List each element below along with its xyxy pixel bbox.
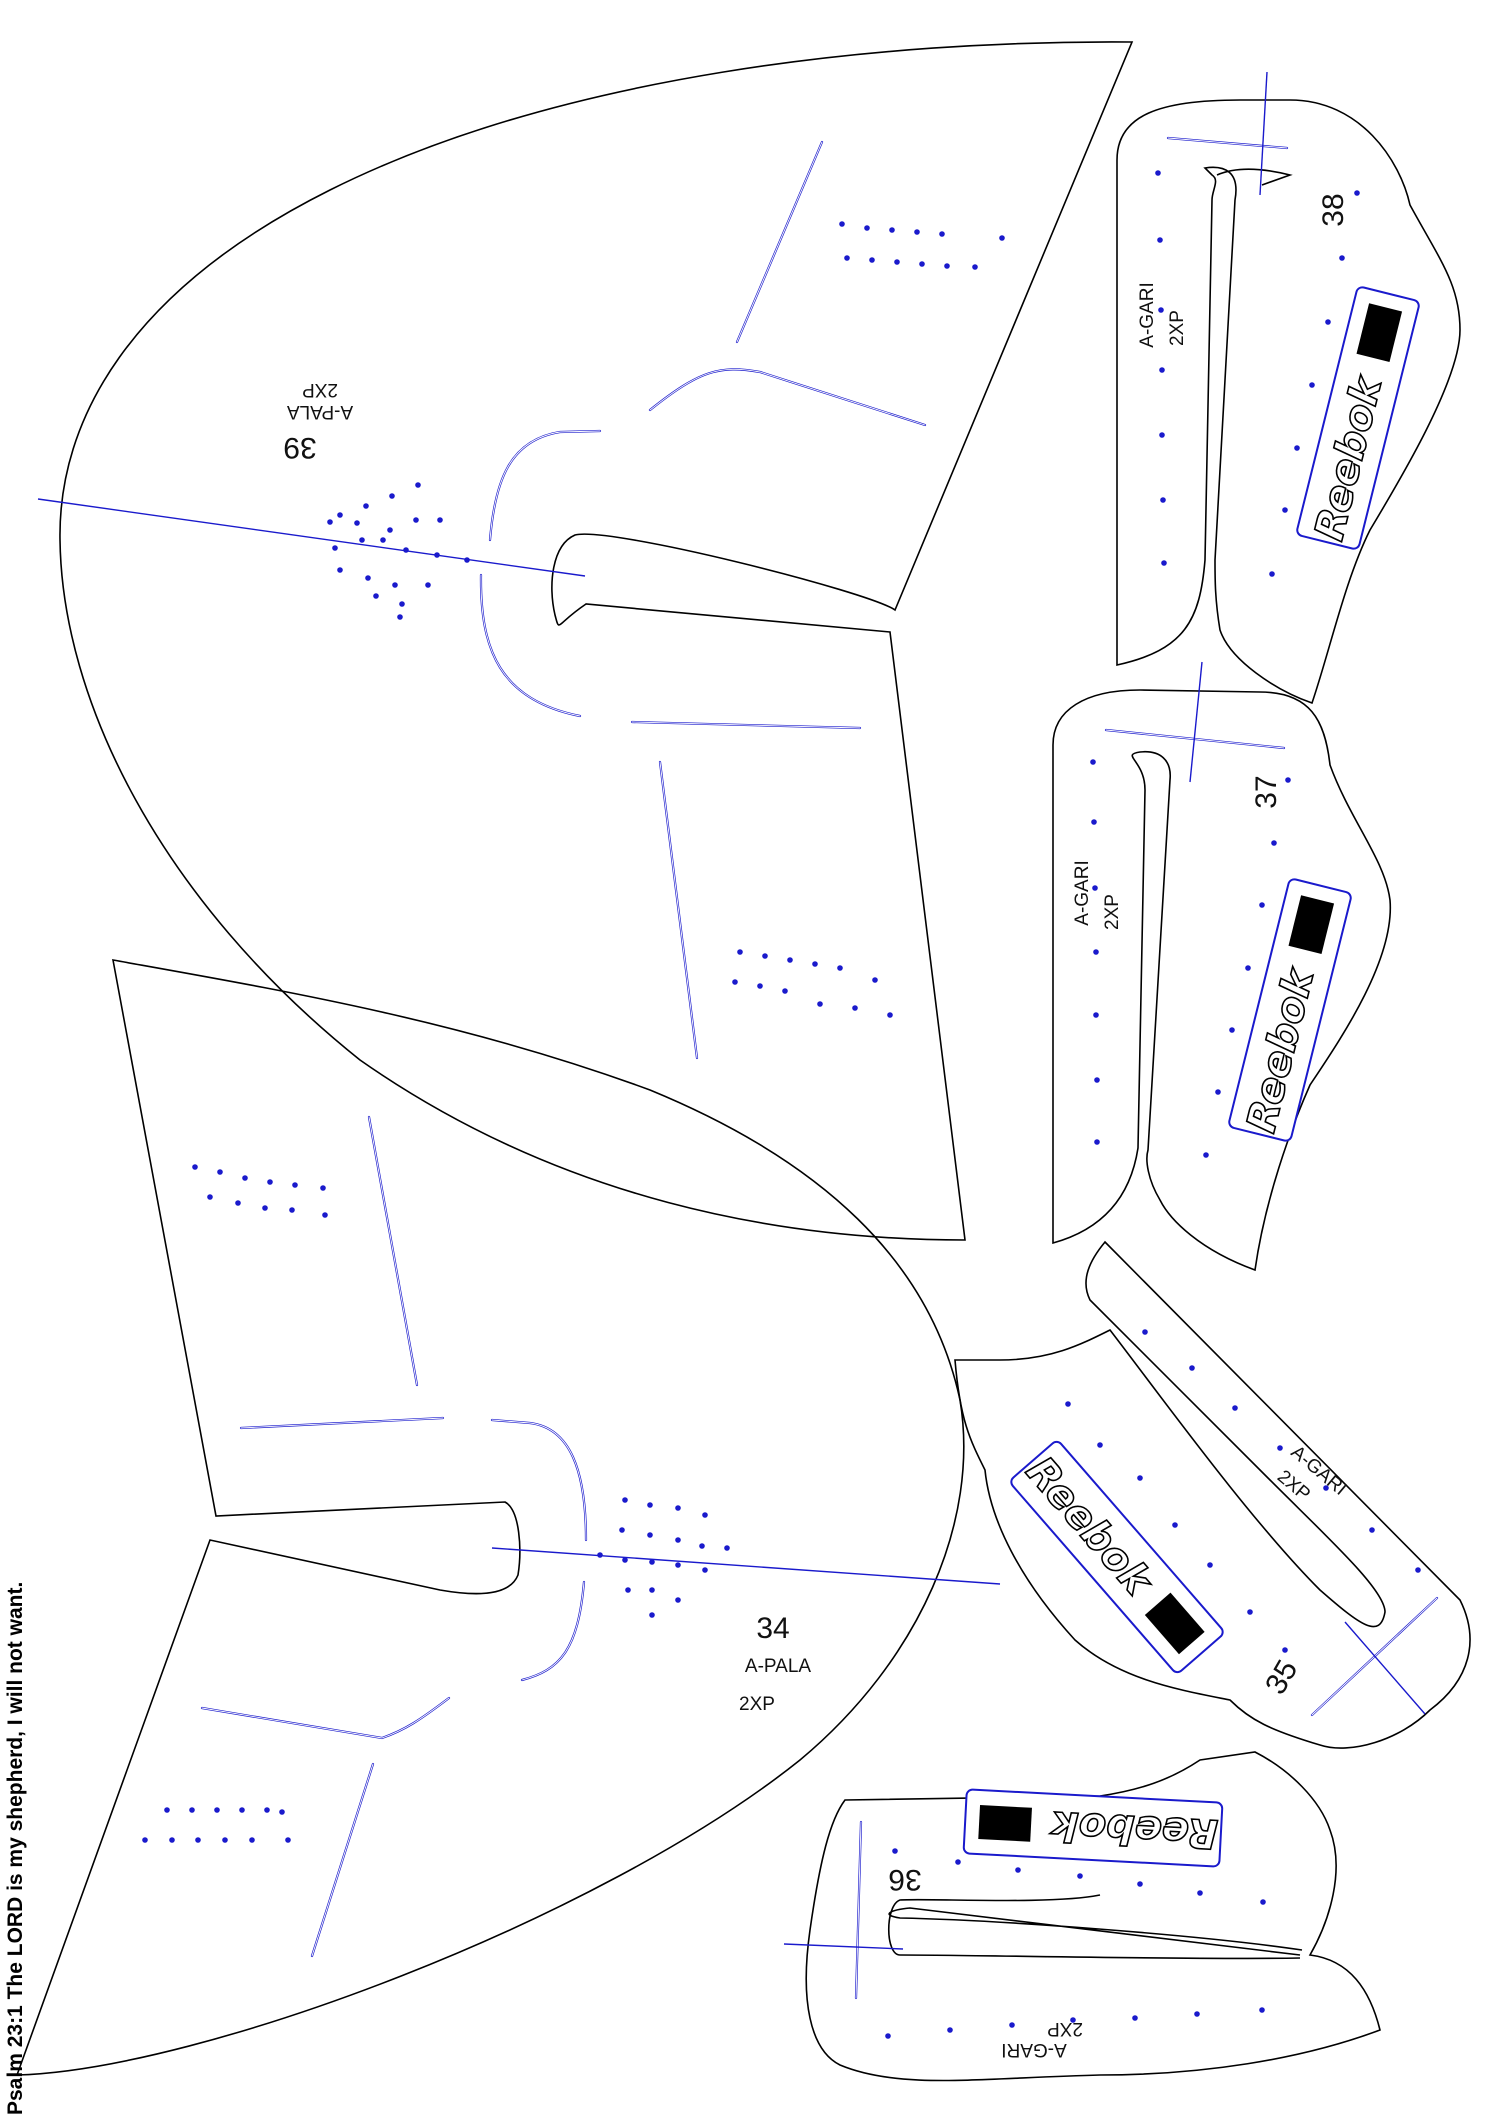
piece-quantity: 2XP bbox=[302, 379, 338, 400]
grain-line bbox=[1259, 71, 1268, 196]
piece-outline bbox=[15, 959, 965, 2076]
piece-outline bbox=[1052, 689, 1392, 1272]
piece-quantity: 2XP bbox=[1047, 2018, 1083, 2039]
piece-name: A-GARI bbox=[1072, 860, 1093, 925]
piece-number: 36 bbox=[888, 1863, 921, 1896]
grain-line bbox=[37, 498, 586, 577]
pattern-piece-38: 38 A-GARI 2XP Reebok bbox=[1116, 71, 1461, 705]
grain-line bbox=[1189, 661, 1203, 783]
punch-dots bbox=[327, 221, 1005, 1018]
piece-quantity: 2XP bbox=[1167, 310, 1188, 346]
pattern-piece-35: 35 A-GARI 2XP Reebok bbox=[954, 1240, 1471, 1749]
slot-group bbox=[479, 140, 927, 1060]
piece-number: 39 bbox=[283, 431, 316, 464]
piece-number: 38 bbox=[1317, 193, 1350, 226]
slot-group bbox=[200, 1115, 588, 1958]
pattern-piece-36: 36 A-GARI 2XP Reebok bbox=[783, 1751, 1381, 2082]
piece-name: A-PALA bbox=[287, 401, 354, 422]
reebok-logo: Reebok bbox=[1049, 1802, 1219, 1857]
pattern-piece-37: 37 A-GARI 2XP Reebok bbox=[1052, 661, 1392, 1272]
piece-outline bbox=[954, 1240, 1471, 1749]
punch-dots bbox=[1065, 1329, 1421, 1653]
pattern-piece-39: 39 A-PALA 2XP bbox=[37, 41, 1134, 1241]
punch-dots bbox=[142, 1164, 730, 1843]
piece-outline bbox=[1116, 99, 1461, 705]
piece-number: 35 bbox=[1259, 1655, 1304, 1700]
union-jack-icon bbox=[978, 1805, 1032, 1842]
punch-dots bbox=[1155, 170, 1360, 577]
punch-dots bbox=[885, 1848, 1266, 2039]
pattern-piece-34: 34 A-PALA 2XP bbox=[15, 959, 1001, 2076]
piece-number: 34 bbox=[756, 1612, 789, 1645]
piece-name: A-GARI bbox=[1001, 2039, 1066, 2060]
piece-outline bbox=[805, 1751, 1381, 2082]
piece-quantity: 2XP bbox=[1102, 894, 1123, 930]
piece-name: A-GARI bbox=[1137, 282, 1158, 347]
piece-quantity: 2XP bbox=[739, 1694, 775, 1715]
punch-dots bbox=[1090, 759, 1291, 1158]
grain-line bbox=[783, 1943, 904, 1950]
grain-line bbox=[1344, 1621, 1426, 1715]
piece-name: A-PALA bbox=[745, 1656, 812, 1677]
piece-number: 37 bbox=[1250, 775, 1283, 808]
piece-outline bbox=[59, 41, 1134, 1241]
reebok-logo: Reebok bbox=[1017, 1448, 1162, 1605]
grain-line bbox=[491, 1547, 1001, 1585]
psalm-verse: Psalm 23:1 The LORD is my shepherd, I wi… bbox=[4, 1582, 27, 2115]
